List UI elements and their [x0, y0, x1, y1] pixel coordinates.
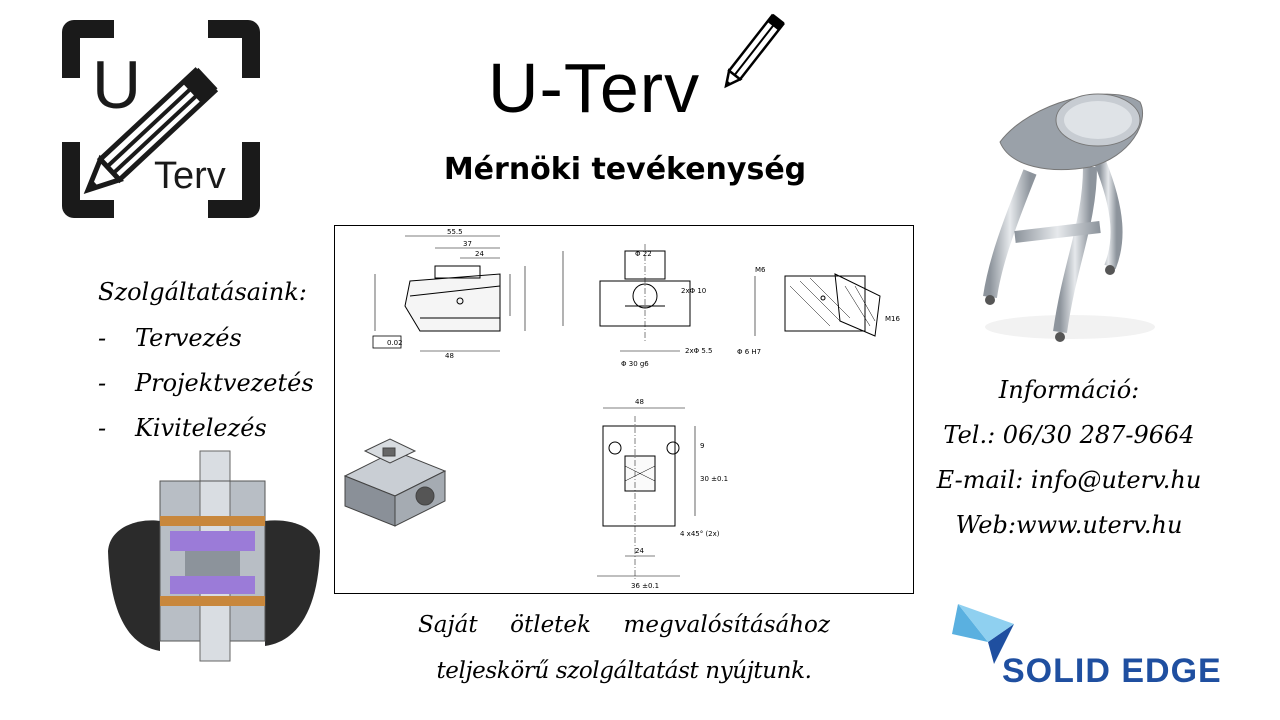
service-label: Tervezés — [135, 324, 242, 352]
drawing-side-view — [562, 244, 691, 352]
list-item: -Tervezés — [98, 316, 328, 361]
svg-text:Φ 30 g6: Φ 30 g6 — [621, 360, 649, 368]
logo-word: Terv — [154, 155, 226, 197]
svg-text:48: 48 — [445, 352, 454, 360]
page-subtitle: Mérnöki tevékenység — [443, 152, 807, 187]
drawing-3d-block — [343, 438, 447, 527]
drawing-top-view — [597, 407, 696, 581]
logo-letter-u: U — [92, 47, 141, 123]
drawing-front-view — [372, 235, 526, 352]
services-list: Szolgáltatásaink: -Tervezés -Projektveze… — [98, 272, 328, 451]
svg-text:30 ±0.1: 30 ±0.1 — [700, 475, 728, 483]
svg-text:Φ 22: Φ 22 — [635, 250, 652, 258]
list-item: -Projektvezetés — [98, 361, 328, 406]
info-heading: Információ: — [998, 376, 1140, 404]
svg-text:55.5: 55.5 — [447, 228, 463, 236]
drawing-section-view — [754, 273, 881, 337]
svg-text:48: 48 — [635, 398, 644, 406]
list-item: -Kivitelezés — [98, 406, 328, 451]
web-text: Web:www.uterv.hu — [955, 511, 1183, 539]
stool-render — [983, 93, 1155, 342]
contact-info: Információ: Tel.: 06/30 287-9664 E-mail:… — [928, 368, 1210, 548]
technical-drawing: 55.5 37 24 48 0.02 Φ 22 2xΦ 10 2xΦ 5.5 Φ… — [334, 225, 914, 594]
email-text: E-mail: info@uterv.hu — [936, 466, 1202, 494]
svg-text:2xΦ 5.5: 2xΦ 5.5 — [685, 347, 712, 355]
svg-text:36 ±0.1: 36 ±0.1 — [631, 582, 659, 590]
pencil-icon — [83, 67, 219, 195]
services-heading: Szolgáltatásaink: — [98, 278, 307, 306]
svg-text:4 x45° (2x): 4 x45° (2x) — [680, 530, 720, 538]
service-label: Kivitelezés — [135, 414, 267, 442]
solid-edge-wordmark: SOLID EDGE — [1002, 652, 1222, 690]
pencil-icon — [724, 13, 785, 89]
u-terv-logo: U Terv — [62, 20, 260, 218]
gearbox-render — [108, 450, 320, 662]
svg-text:Φ 6 H7: Φ 6 H7 — [737, 348, 761, 356]
svg-text:2xΦ 10: 2xΦ 10 — [681, 287, 706, 295]
svg-text:24: 24 — [475, 250, 484, 258]
svg-text:M16: M16 — [885, 315, 900, 323]
svg-text:9: 9 — [700, 442, 704, 450]
tagline-line1: Saját ötletek megvalósításához — [418, 612, 831, 638]
tagline-line2: teljeskörű szolgáltatást nyújtunk. — [436, 658, 812, 684]
solid-edge-logo — [952, 604, 1014, 664]
service-label: Projektvezetés — [135, 369, 314, 397]
svg-text:24: 24 — [635, 547, 644, 555]
tagline: Saját ötletek megvalósításához teljeskör… — [418, 602, 830, 694]
svg-text:M6: M6 — [755, 266, 766, 274]
phone-text: Tel.: 06/30 287-9664 — [943, 421, 1195, 449]
svg-text:0.02: 0.02 — [387, 339, 403, 347]
svg-text:37: 37 — [463, 240, 472, 248]
brand-title: U-Terv — [488, 49, 701, 127]
